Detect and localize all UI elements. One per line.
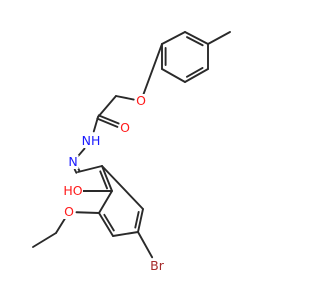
bond-ar-c3-ethoxy-o (75, 211, 100, 214)
bond-tol-c1-ether-o (142, 43, 163, 95)
atom-bromine: Br (147, 258, 167, 273)
atom-label-background (67, 155, 79, 169)
bond-imine-ch-ar-c1 (77, 165, 103, 173)
bond-ar-c3-ar-c4-inner (103, 213, 115, 232)
bond-ar-c5-ar-c6-inner (134, 210, 140, 229)
bond-ar-c5-bromine (137, 231, 154, 259)
bond-ar-c5-ar-c6 (137, 208, 144, 233)
bond-nh-imine-n (76, 147, 86, 158)
bond-tol-c6-tol-c5 (161, 68, 186, 83)
bond-ch2-carbonyl-c (97, 95, 117, 118)
atom-label-ether-o: O (136, 93, 146, 108)
bond-carbonyl-c-carbonyl-o-b (97, 114, 120, 125)
bond-carbonyl-c-carbonyl-o-a (96, 117, 119, 128)
atom-label-ethoxy-o: O (64, 204, 74, 219)
atom-hydroxyl-o: HO (63, 183, 83, 198)
atom-label-background (135, 94, 147, 108)
atom-label-bromine: Br (150, 258, 165, 273)
bond-tol-c5-tol-c4 (184, 68, 209, 83)
bond-ar-c4-ar-c5 (112, 231, 139, 237)
bond-layer (32, 31, 231, 259)
bond-tol-c3-tol-c2 (184, 31, 209, 45)
bond-tol-c3-tol-c2-inner (186, 36, 204, 47)
atom-label-background (63, 205, 75, 219)
atom-imine-n: N (67, 154, 79, 169)
atom-carbonyl-o: O (119, 120, 131, 135)
atom-ether-o: O (135, 93, 147, 108)
bond-methyl-tol-c3 (207, 31, 231, 45)
bond-ar-c2-ar-c3 (98, 190, 113, 214)
bond-imine-n-imine-ch-a (73, 168, 78, 174)
bond-ar-c3-ar-c4 (98, 212, 114, 237)
atom-label-background (81, 134, 101, 148)
bond-ethoxy-o-ethyl-ch2 (55, 217, 67, 234)
atom-label-carbonyl-o: O (120, 120, 130, 135)
bond-ethyl-ch2-ethyl-ch3 (32, 232, 57, 248)
bond-tol-c2-tol-c1 (161, 31, 186, 45)
atom-label-imine-n: N (68, 154, 77, 169)
atom-label-background (119, 121, 131, 135)
atom-nh: NH (81, 133, 101, 148)
atom-label-hydroxyl-o: HO (63, 183, 82, 198)
atom-ethoxy-o: O (63, 204, 75, 219)
bond-ether-o-ch2 (115, 95, 135, 101)
bond-ar-c1-ar-c2 (101, 165, 113, 192)
atom-label-background (147, 259, 167, 273)
bond-carbonyl-c-nh (92, 116, 99, 133)
bond-ar-c1-ar-c2-inner (99, 170, 109, 190)
bond-ar-c6-ar-c1 (101, 165, 144, 210)
bond-tol-c5-tol-c4-inner (185, 66, 204, 78)
atom-label-background (63, 184, 83, 198)
atom-label-nh: NH (82, 133, 101, 148)
